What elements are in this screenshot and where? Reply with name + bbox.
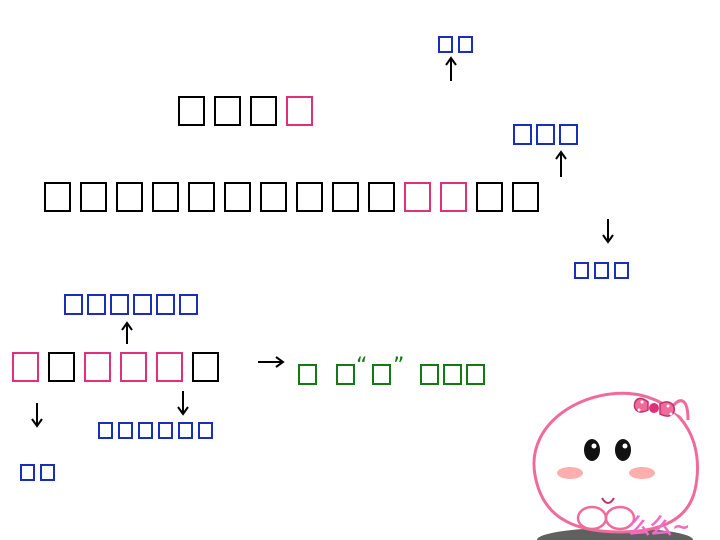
glyph-box: [476, 182, 503, 212]
glyph-box: [84, 352, 111, 382]
glyph-box: [443, 364, 462, 385]
right-blue-label: [513, 124, 582, 145]
left-blue-label: [64, 294, 202, 315]
glyph-box: [420, 364, 439, 385]
glyph-box: [198, 422, 213, 439]
mascot-shadow: [537, 528, 693, 540]
title-pink: [286, 94, 322, 126]
glyph-box: [188, 182, 215, 212]
glyph-box: [574, 262, 589, 279]
glyph-box: [404, 182, 431, 212]
green-quote-close: ”: [393, 354, 405, 379]
glyph-box: [179, 294, 198, 315]
glyph-box: [110, 294, 129, 315]
mascot-eye-left: [584, 439, 600, 461]
glyph-box: [138, 422, 153, 439]
glyph-box: [250, 96, 277, 126]
arrow-up-icon: [121, 321, 133, 344]
glyph-box: [298, 364, 317, 385]
glyph-box: [368, 182, 395, 212]
mascot-eye-right: [615, 439, 631, 461]
glyph-box: [372, 364, 391, 385]
glyph-box: [458, 36, 473, 53]
arrow-down-icon: [602, 219, 614, 244]
glyph-box: [440, 182, 467, 212]
glyph-box: [178, 96, 205, 126]
mascot-illustration: 么么~: [532, 391, 700, 540]
green-box-1: [298, 364, 321, 385]
glyph-box: [296, 182, 323, 212]
bottom-black-b: [192, 350, 228, 382]
glyph-box: [224, 182, 251, 212]
mascot-blush-right: [629, 467, 655, 479]
bottom-row: [12, 352, 228, 382]
glyph-box: [513, 124, 532, 145]
glyph-box: [80, 182, 107, 212]
bottom-pink-b: [84, 350, 192, 382]
glyph-box: [44, 182, 71, 212]
mascot-hand-left: [576, 505, 608, 531]
glyph-box: [336, 364, 355, 385]
bottom-pink-a: [12, 350, 48, 382]
glyph-box: [214, 96, 241, 126]
glyph-box: [178, 422, 193, 439]
glyph-box: [156, 294, 175, 315]
green-box-2: [336, 364, 359, 385]
glyph-box: [118, 422, 133, 439]
title-row: [178, 96, 322, 126]
glyph-box: [594, 262, 609, 279]
glyph-box: [158, 422, 173, 439]
glyph-box: [332, 182, 359, 212]
mascot-mouth: [601, 497, 615, 504]
glyph-box: [98, 422, 113, 439]
mascot-body: [532, 391, 700, 534]
top-label: [438, 36, 478, 53]
green-tail: [420, 364, 489, 385]
title-black: [178, 94, 286, 126]
mascot-hand-right: [604, 505, 636, 531]
glyph-box: [48, 352, 75, 382]
main-black-before: [44, 180, 404, 212]
green-box-3: [372, 364, 395, 385]
lower-right-label: [574, 262, 634, 279]
main-row: [44, 182, 548, 212]
glyph-box: [20, 464, 35, 481]
mascot-text: 么么~: [628, 515, 690, 540]
bottom-left-label: [20, 464, 60, 481]
bow-icon: [633, 397, 675, 417]
glyph-box: [512, 182, 539, 212]
bottom-mid-label: [98, 422, 218, 439]
glyph-box: [133, 294, 152, 315]
glyph-box: [614, 262, 629, 279]
glyph-box: [152, 182, 179, 212]
glyph-box: [120, 352, 147, 382]
glyph-box: [87, 294, 106, 315]
glyph-box: [192, 352, 219, 382]
glyph-box: [466, 364, 485, 385]
arrow-right-icon: [258, 356, 285, 368]
glyph-box: [12, 352, 39, 382]
glyph-box: [559, 124, 578, 145]
glyph-box: [536, 124, 555, 145]
arrow-down-icon: [177, 391, 189, 416]
glyph-box: [40, 464, 55, 481]
glyph-box: [64, 294, 83, 315]
mascot-blush-left: [557, 467, 583, 479]
main-pink: [404, 180, 476, 212]
glyph-box: [156, 352, 183, 382]
green-quote-open: “: [356, 354, 368, 379]
arrow-up-icon: [445, 56, 457, 81]
glyph-box: [260, 182, 287, 212]
arrow-up-icon: [555, 150, 567, 177]
bottom-black-a: [48, 350, 84, 382]
glyph-box: [286, 96, 313, 126]
arrow-down-icon: [31, 403, 43, 428]
main-black-after: [476, 180, 548, 212]
glyph-box: [116, 182, 143, 212]
glyph-box: [438, 36, 453, 53]
